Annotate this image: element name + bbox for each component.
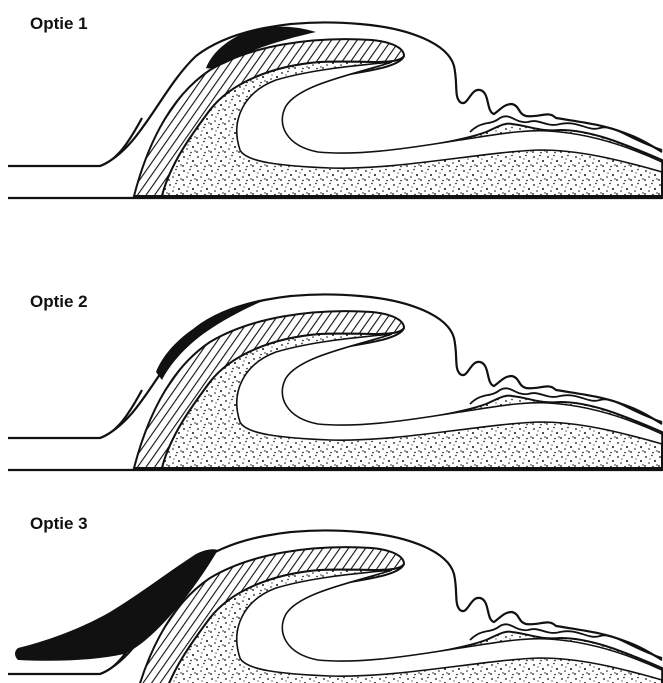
cross-section-diagram (0, 508, 663, 683)
diagram-body (8, 22, 663, 198)
ground-line (8, 390, 142, 438)
inner-cavity (237, 570, 662, 680)
cross-section-diagram (0, 0, 663, 230)
inner-cavity (237, 334, 662, 444)
panel-option-3: Optie 3 (0, 508, 663, 683)
inner-cavity (237, 62, 662, 172)
diagram-body (8, 530, 663, 683)
cross-section-diagram (0, 272, 663, 472)
diagram-body (8, 294, 663, 470)
ground-line (8, 118, 142, 166)
panel-option-2: Optie 2 (0, 272, 663, 472)
panel-option-1: Optie 1 (0, 0, 663, 230)
